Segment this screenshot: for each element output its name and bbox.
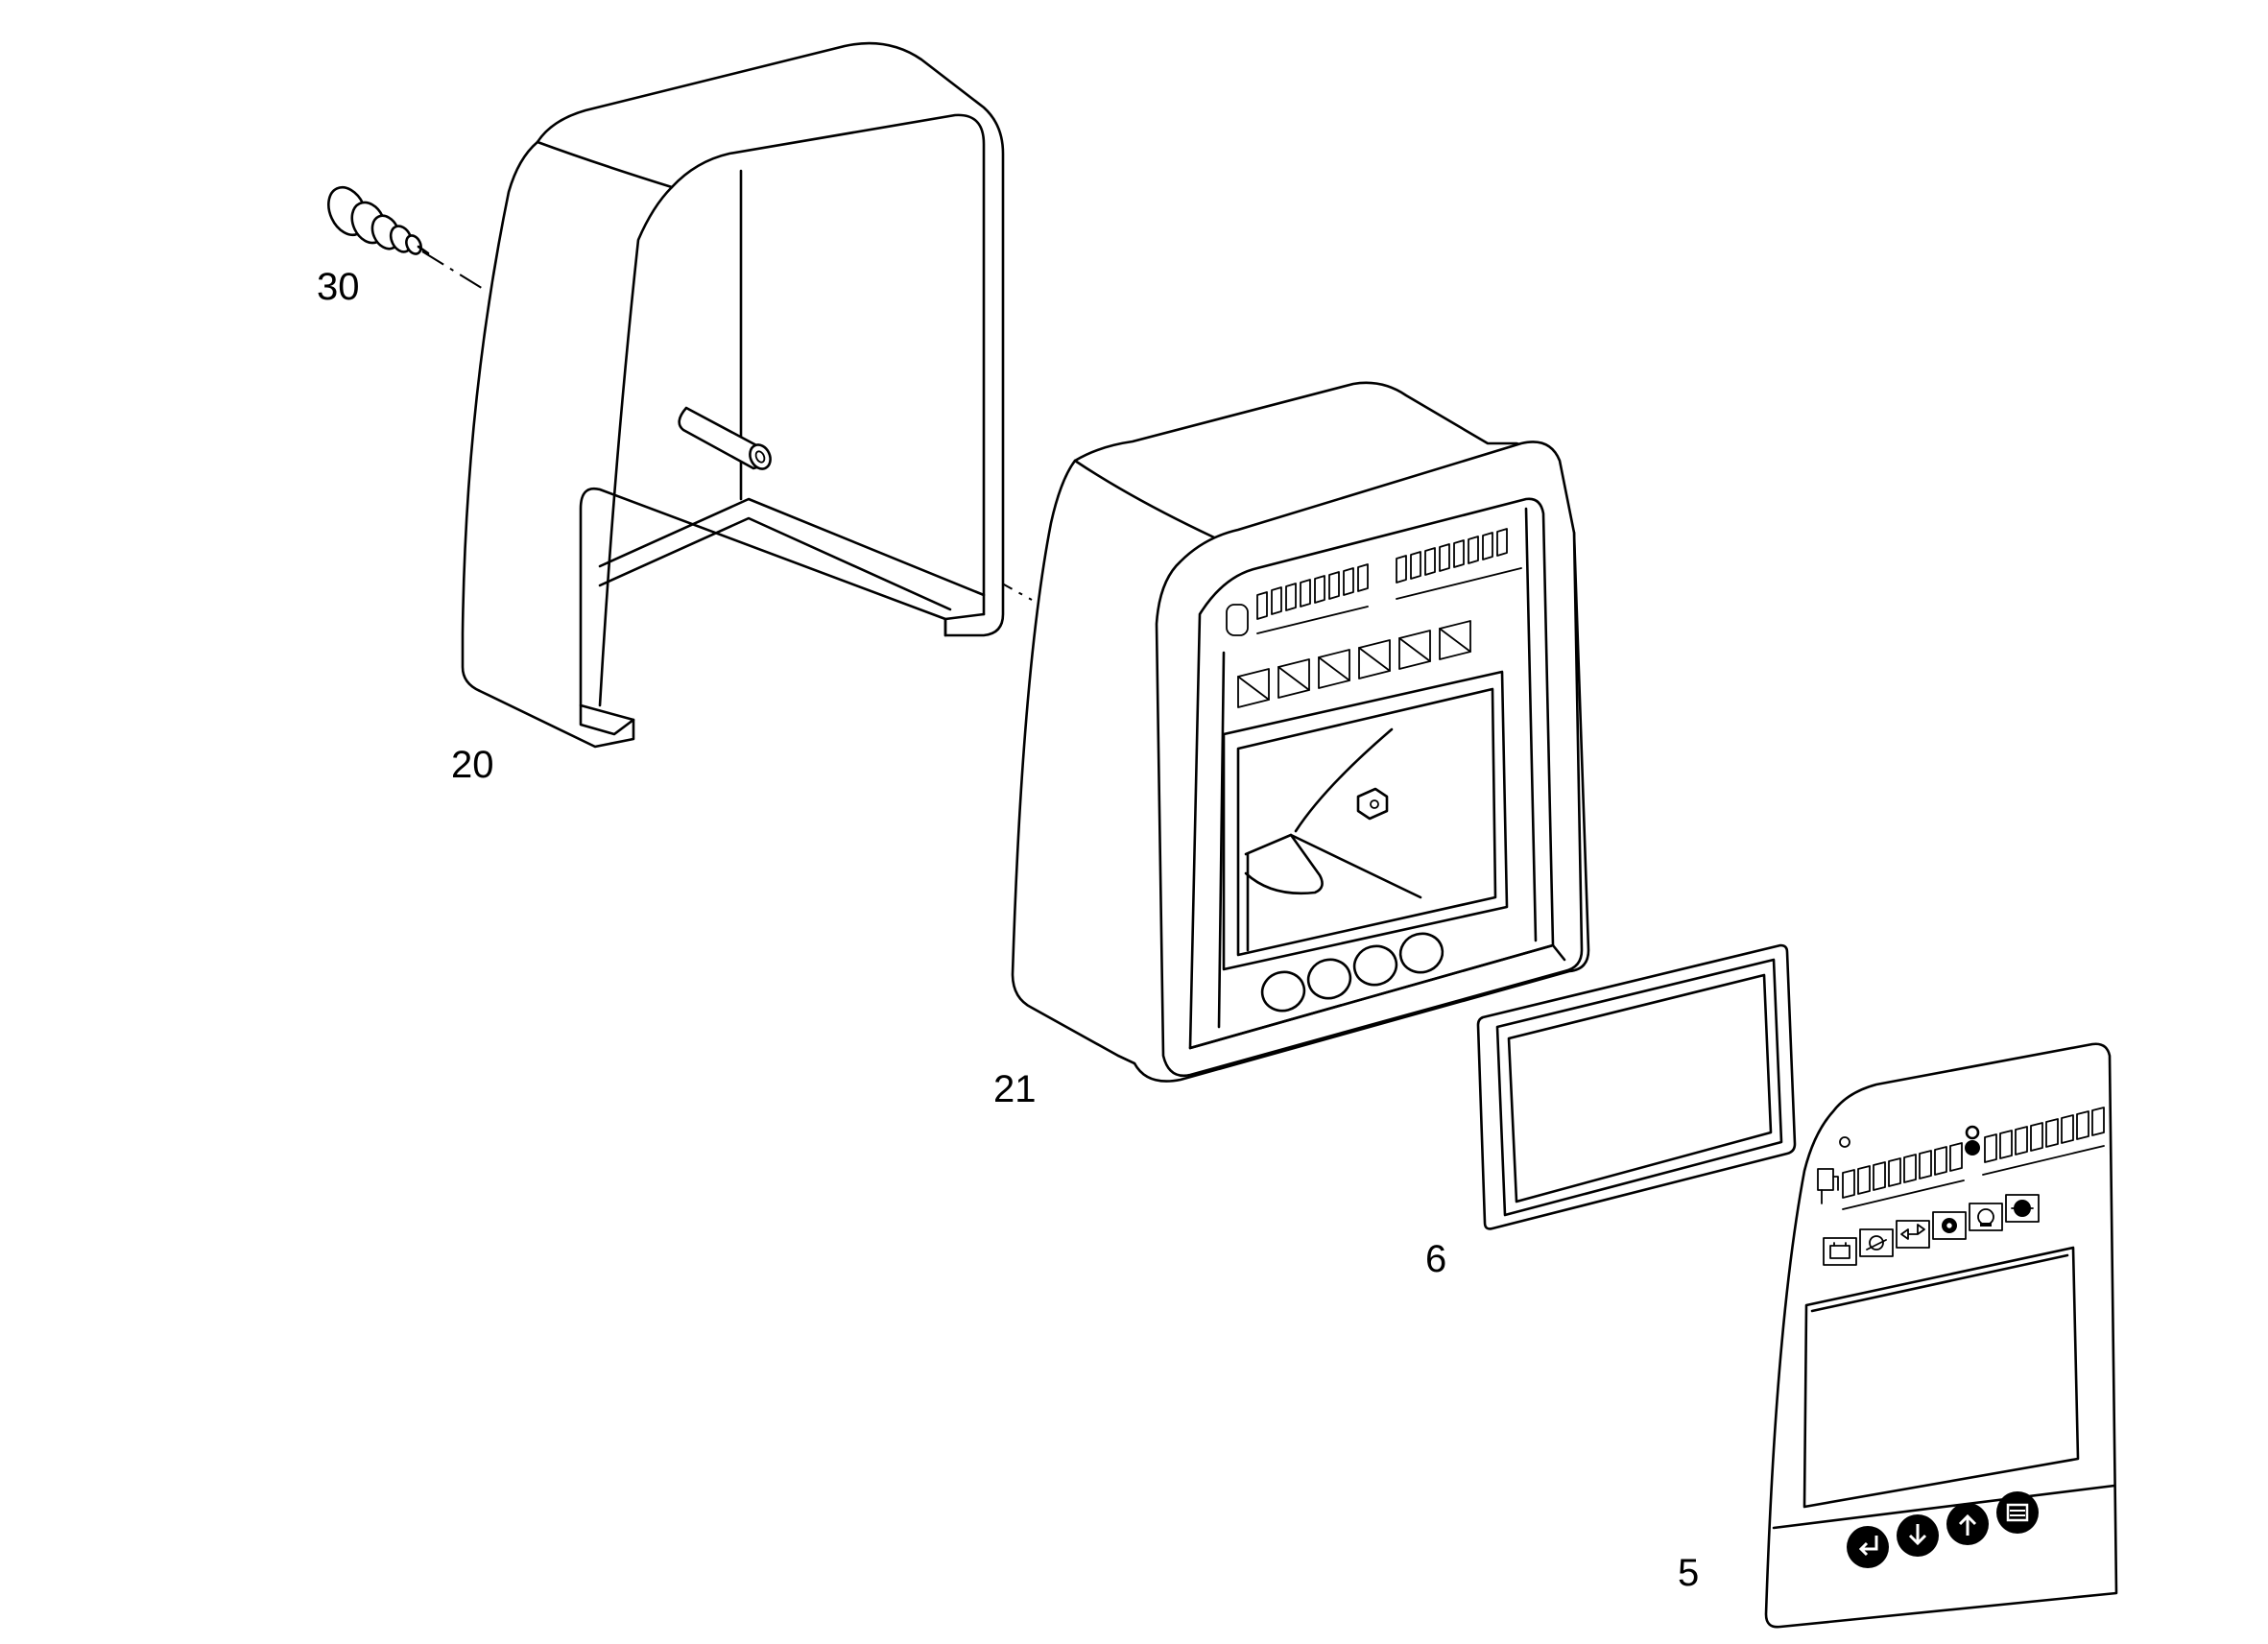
panel-bar-graphs bbox=[1842, 1107, 2105, 1210]
screw-part bbox=[327, 185, 430, 255]
housing-part bbox=[1011, 381, 1590, 1083]
menu-key-icon bbox=[1996, 1491, 2039, 1534]
fuel-gauge-icon bbox=[1817, 1168, 1839, 1204]
oil-pressure-icon bbox=[1866, 1235, 1887, 1251]
cover-part bbox=[461, 41, 1005, 749]
battery-icon bbox=[1829, 1242, 1850, 1259]
front-panel-part bbox=[1764, 1042, 2118, 1629]
turn-signal-icon bbox=[1900, 1224, 1925, 1240]
callout-labels: 30 20 21 6 5 bbox=[317, 266, 1699, 1594]
housing-button-holes bbox=[1260, 932, 1444, 1013]
callout-cover: 20 bbox=[451, 744, 494, 786]
enter-key-icon bbox=[1847, 1526, 1889, 1568]
callout-housing: 21 bbox=[993, 1068, 1037, 1110]
callout-glass: 6 bbox=[1425, 1238, 1446, 1280]
temperature-gauge-icon bbox=[1965, 1125, 1980, 1156]
coolant-icon bbox=[1977, 1208, 1994, 1227]
callout-front-panel: 5 bbox=[1678, 1552, 1699, 1594]
housing-bar-segments bbox=[1256, 528, 1522, 634]
arrow-up-key-icon bbox=[1946, 1503, 1989, 1545]
housing-lamp-windows bbox=[1237, 620, 1471, 708]
filter-icon bbox=[2011, 1200, 2034, 1217]
arrow-down-key-icon bbox=[1897, 1514, 1939, 1557]
callout-screw: 30 bbox=[317, 266, 360, 308]
brake-icon bbox=[1942, 1218, 1957, 1233]
panel-warning-icons bbox=[1823, 1194, 2040, 1266]
glass-part bbox=[1476, 943, 1797, 1230]
